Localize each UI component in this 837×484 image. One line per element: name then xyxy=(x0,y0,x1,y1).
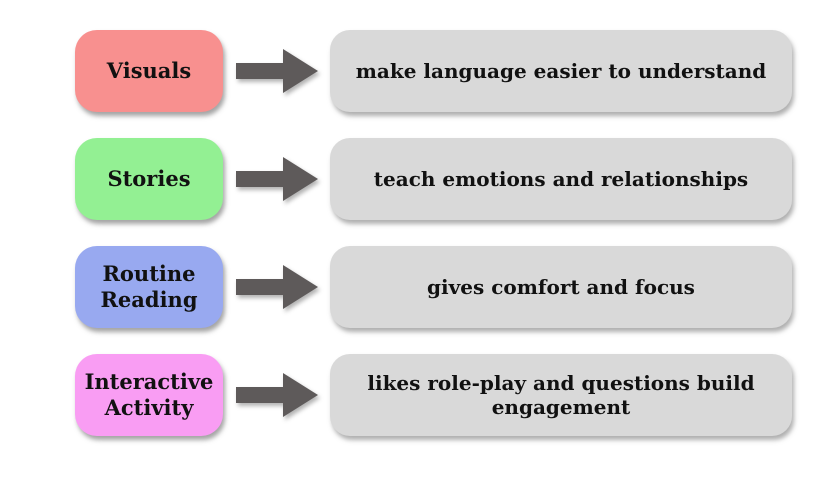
arrow-cell xyxy=(223,47,330,95)
description-text: gives comfort and focus xyxy=(427,275,695,299)
label-text: Interactive Activity xyxy=(84,368,214,420)
right-arrow-icon xyxy=(235,265,318,309)
label-text: Routine Reading xyxy=(100,260,198,312)
label-text: Visuals xyxy=(106,57,192,83)
diagram-row-routine-reading: Routine Reading gives comfort and focus xyxy=(75,246,795,328)
right-arrow-icon xyxy=(235,157,318,201)
description-box-routine-reading: gives comfort and focus xyxy=(330,246,792,328)
right-arrow-icon xyxy=(235,373,318,417)
diagram-row-stories: Stories teach emotions and relationships xyxy=(75,138,795,220)
label-box-interactive-activity: Interactive Activity xyxy=(75,354,223,436)
label-box-stories: Stories xyxy=(75,138,223,220)
arrow-cell xyxy=(223,155,330,203)
description-text: teach emotions and relationships xyxy=(373,167,749,191)
arrow-cell xyxy=(223,263,330,311)
arrow-cell xyxy=(223,371,330,419)
description-text: make language easier to understand xyxy=(355,59,767,83)
description-box-visuals: make language easier to understand xyxy=(330,30,792,112)
description-box-stories: teach emotions and relationships xyxy=(330,138,792,220)
label-box-routine-reading: Routine Reading xyxy=(75,246,223,328)
description-text: likes role-play and questions build enga… xyxy=(367,371,755,419)
mapping-diagram: Visuals make language easier to understa… xyxy=(75,30,795,436)
diagram-row-interactive-activity: Interactive Activity likes role-play and… xyxy=(75,354,795,436)
label-box-visuals: Visuals xyxy=(75,30,223,112)
right-arrow-icon xyxy=(235,49,318,93)
label-text: Stories xyxy=(107,165,191,191)
description-box-interactive-activity: likes role-play and questions build enga… xyxy=(330,354,792,436)
diagram-row-visuals: Visuals make language easier to understa… xyxy=(75,30,795,112)
